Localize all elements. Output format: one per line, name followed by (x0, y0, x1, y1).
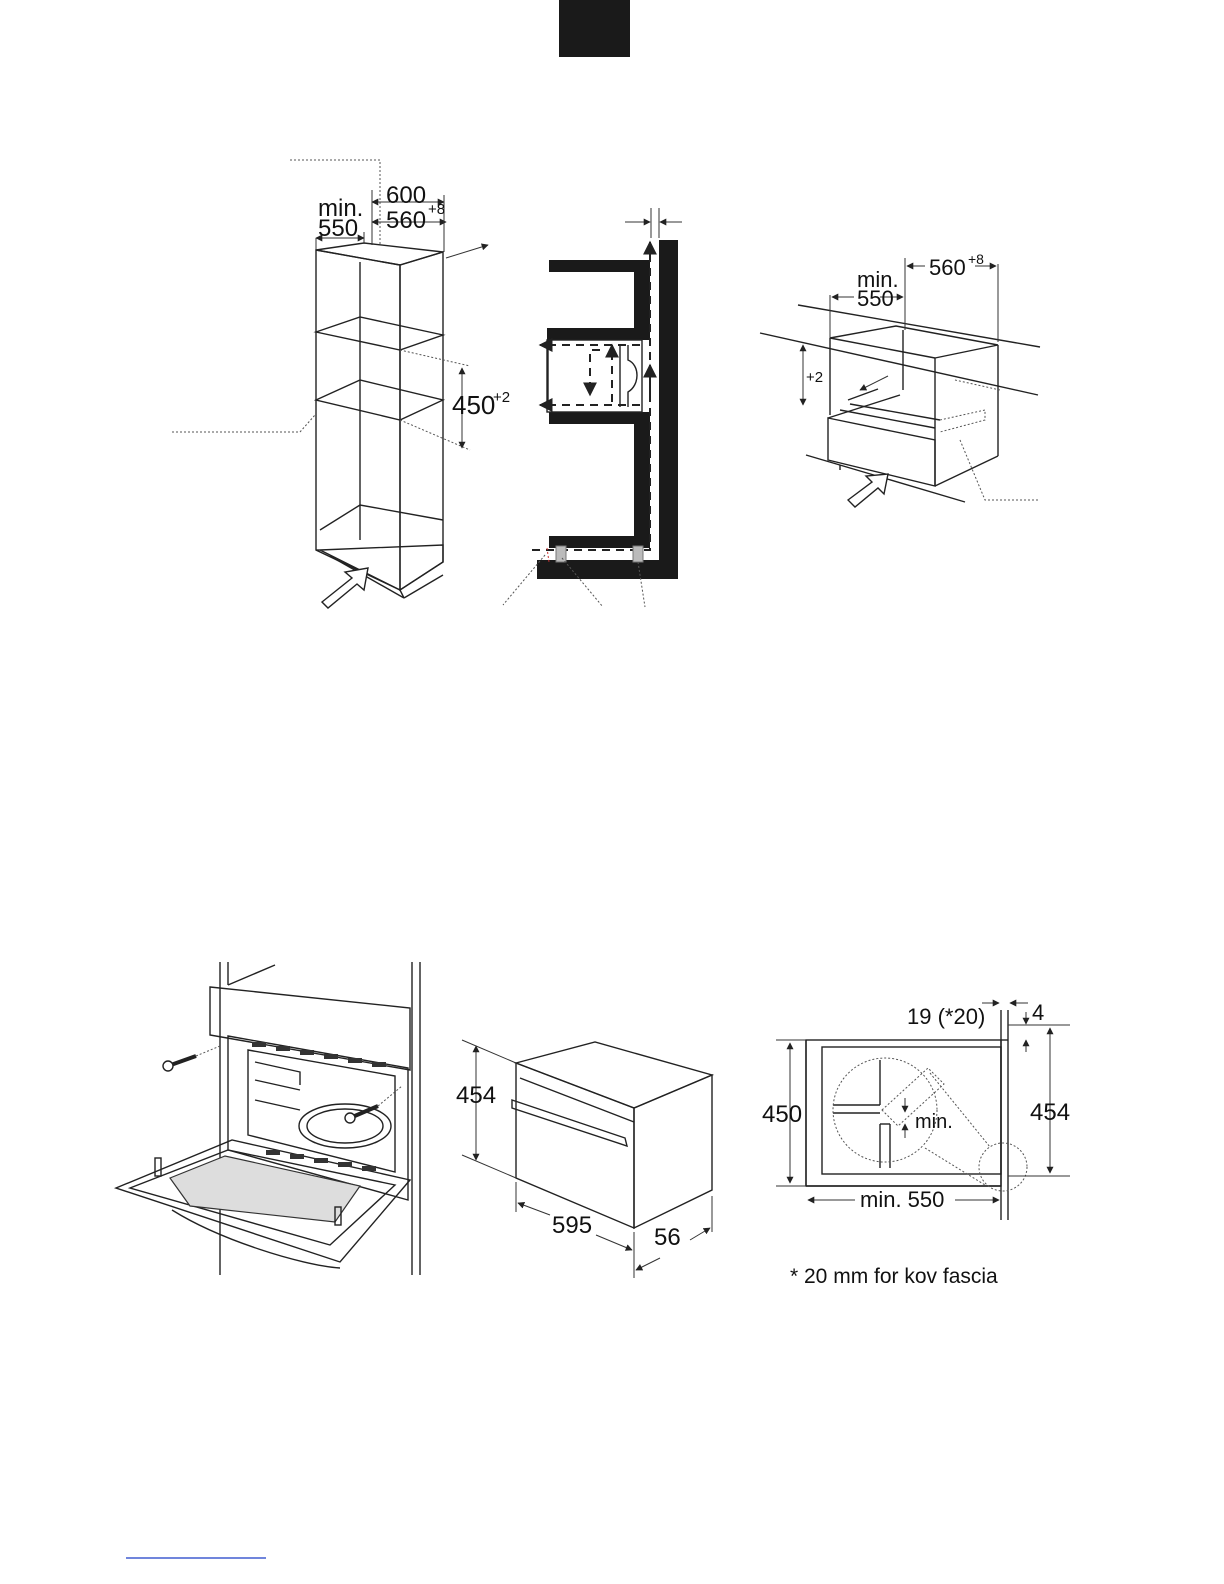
tall-dim-450: 450 (452, 390, 495, 420)
tall-dim-450-sup: +2 (493, 389, 510, 406)
section-dim-4: 4 (1032, 1000, 1044, 1025)
tall-cabinet-figure: 600 min. 550 560 +8 450 +2 (172, 160, 510, 608)
tall-dim-560-sup: +8 (428, 201, 445, 218)
base-dim-plus2: +2 (806, 369, 823, 386)
ventilation-section-figure (503, 208, 682, 607)
section-dim-454: 454 (1030, 1099, 1070, 1126)
base-dim-550: 550 (857, 286, 894, 311)
tall-dim-550: 550 (318, 215, 358, 242)
footnote: * 20 mm for kov fascia (790, 1265, 998, 1288)
base-dim-560: 560 (929, 255, 966, 280)
tall-dim-600: 600 (386, 182, 426, 209)
section-dim-min550: min. 550 (860, 1187, 944, 1212)
appliance-dimensions-figure: 454 595 56 (456, 1040, 712, 1278)
section-view-figure: 19 (*20) 4 450 454 min. min. 550 * 20 mm… (762, 1000, 1070, 1288)
base-cabinet-figure: min. 550 560 +8 +2 (760, 251, 1040, 507)
section-dim-min: min. (915, 1111, 953, 1133)
base-dim-560-sup: +8 (968, 251, 984, 267)
screw-icon-left (163, 1046, 220, 1071)
appliance-dim-454: 454 (456, 1082, 496, 1109)
appliance-dim-56: 56 (654, 1224, 681, 1251)
section-dim-19: 19 (*20) (907, 1004, 985, 1029)
appliance-dim-595: 595 (552, 1212, 592, 1239)
installed-oven-figure (116, 962, 420, 1275)
tall-dim-560: 560 (386, 207, 426, 234)
section-dim-450: 450 (762, 1101, 802, 1128)
